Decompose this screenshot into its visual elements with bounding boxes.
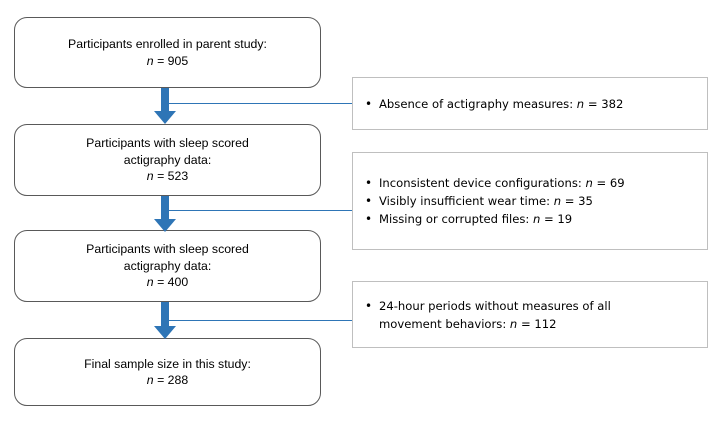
flow-box-sleep-scored-523-label-1: Participants with sleep scored bbox=[86, 136, 249, 151]
exclusion-2-bullet-1-text: Inconsistent device configurations: n = … bbox=[379, 174, 707, 192]
exclusion-2-bullet-2-text: Visibly insufficient wear time: n = 35 bbox=[379, 192, 707, 210]
exclusion-3-bullet-1: • 24-hour periods without measures of al… bbox=[353, 297, 707, 333]
n-symbol: n bbox=[146, 169, 154, 184]
n-symbol: n bbox=[146, 275, 154, 290]
n-value: = 35 bbox=[561, 194, 593, 208]
n-symbol: n bbox=[509, 316, 518, 331]
bullet-icon: • bbox=[365, 298, 373, 313]
exclusion-1-bullet-1-text: Absence of actigraphy measures: n = 382 bbox=[379, 95, 707, 113]
n-symbol: n bbox=[585, 176, 593, 190]
n-value: = 905 bbox=[157, 53, 189, 68]
n-symbol: n bbox=[146, 53, 154, 68]
n-value: = 400 bbox=[157, 275, 189, 290]
flow-box-enrolled: Participants enrolled in parent study: n… bbox=[14, 17, 321, 88]
arrow-1-head bbox=[154, 111, 176, 124]
arrow-1-shaft bbox=[161, 88, 169, 112]
n-value: = 288 bbox=[157, 373, 189, 387]
flow-box-sleep-scored-400-label-1: Participants with sleep scored bbox=[86, 242, 249, 257]
exclusion-2-bullet-3: • Missing or corrupted files: n = 19 bbox=[353, 210, 707, 228]
exclusion-1-bullet-1: • Absence of actigraphy measures: n = 38… bbox=[353, 95, 707, 113]
exclusion-text: Inconsistent device configurations: bbox=[379, 176, 586, 190]
exclusion-2-bullet-2: • Visibly insufficient wear time: n = 35 bbox=[353, 192, 707, 210]
flow-box-sleep-scored-523-count: n = 523 bbox=[147, 168, 188, 185]
exclusion-2-bullet-1: • Inconsistent device configurations: n … bbox=[353, 174, 707, 192]
n-value: = 69 bbox=[592, 176, 625, 190]
flow-box-enrolled-count: n = 905 bbox=[147, 53, 188, 70]
exclusion-box-3: • 24-hour periods without measures of al… bbox=[352, 281, 708, 348]
exclusion-text-line-2: movement behaviors: bbox=[379, 316, 510, 331]
exclusion-2-bullet-3-text: Missing or corrupted files: n = 19 bbox=[379, 210, 707, 228]
n-value: = 19 bbox=[540, 212, 573, 226]
exclusion-text: Missing or corrupted files: bbox=[379, 212, 533, 226]
bullet-icon: • bbox=[365, 212, 373, 226]
exclusion-text: Absence of actigraphy measures: bbox=[379, 96, 577, 111]
exclusion-3-bullet-1-text: 24-hour periods without measures of all m… bbox=[379, 297, 707, 333]
flow-box-sleep-scored-400-label-2: actigraphy data: bbox=[123, 258, 212, 273]
arrow-2-shaft bbox=[161, 196, 169, 220]
flow-box-sleep-scored-400-count: n = 400 bbox=[147, 274, 188, 291]
n-value: = 382 bbox=[584, 96, 624, 111]
bullet-icon: • bbox=[365, 96, 373, 111]
bullet-icon: • bbox=[365, 194, 373, 208]
flow-box-final-sample-count: n = 288 bbox=[147, 372, 188, 389]
flow-box-enrolled-label: Participants enrolled in parent study: bbox=[68, 37, 267, 51]
arrow-down-1 bbox=[154, 88, 176, 124]
flow-box-final-sample: Final sample size in this study: n = 288 bbox=[14, 338, 321, 406]
n-value: = 523 bbox=[157, 169, 189, 184]
flow-box-final-sample-label: Final sample size in this study: bbox=[84, 356, 251, 371]
flow-box-sleep-scored-523-label-2: actigraphy data: bbox=[123, 152, 212, 167]
flow-box-sleep-scored-400: Participants with sleep scored actigraph… bbox=[14, 230, 321, 302]
n-value: = 112 bbox=[517, 316, 557, 331]
bullet-icon: • bbox=[365, 176, 373, 190]
n-symbol: n bbox=[553, 194, 562, 208]
n-symbol: n bbox=[146, 373, 154, 387]
exclusion-text: Visibly insufficient wear time: bbox=[379, 194, 554, 208]
n-symbol: n bbox=[576, 96, 585, 111]
connector-line-2 bbox=[165, 210, 353, 212]
n-symbol: n bbox=[532, 212, 541, 226]
flow-box-sleep-scored-523: Participants with sleep scored actigraph… bbox=[14, 124, 321, 196]
exclusion-box-2: • Inconsistent device configurations: n … bbox=[352, 152, 708, 250]
arrow-3-shaft bbox=[161, 302, 169, 327]
exclusion-box-1: • Absence of actigraphy measures: n = 38… bbox=[352, 77, 708, 130]
arrow-down-2 bbox=[154, 196, 176, 232]
connector-line-3 bbox=[165, 320, 353, 322]
exclusion-text-line-1: 24-hour periods without measures of all bbox=[379, 298, 611, 313]
connector-line-1 bbox=[165, 103, 353, 105]
